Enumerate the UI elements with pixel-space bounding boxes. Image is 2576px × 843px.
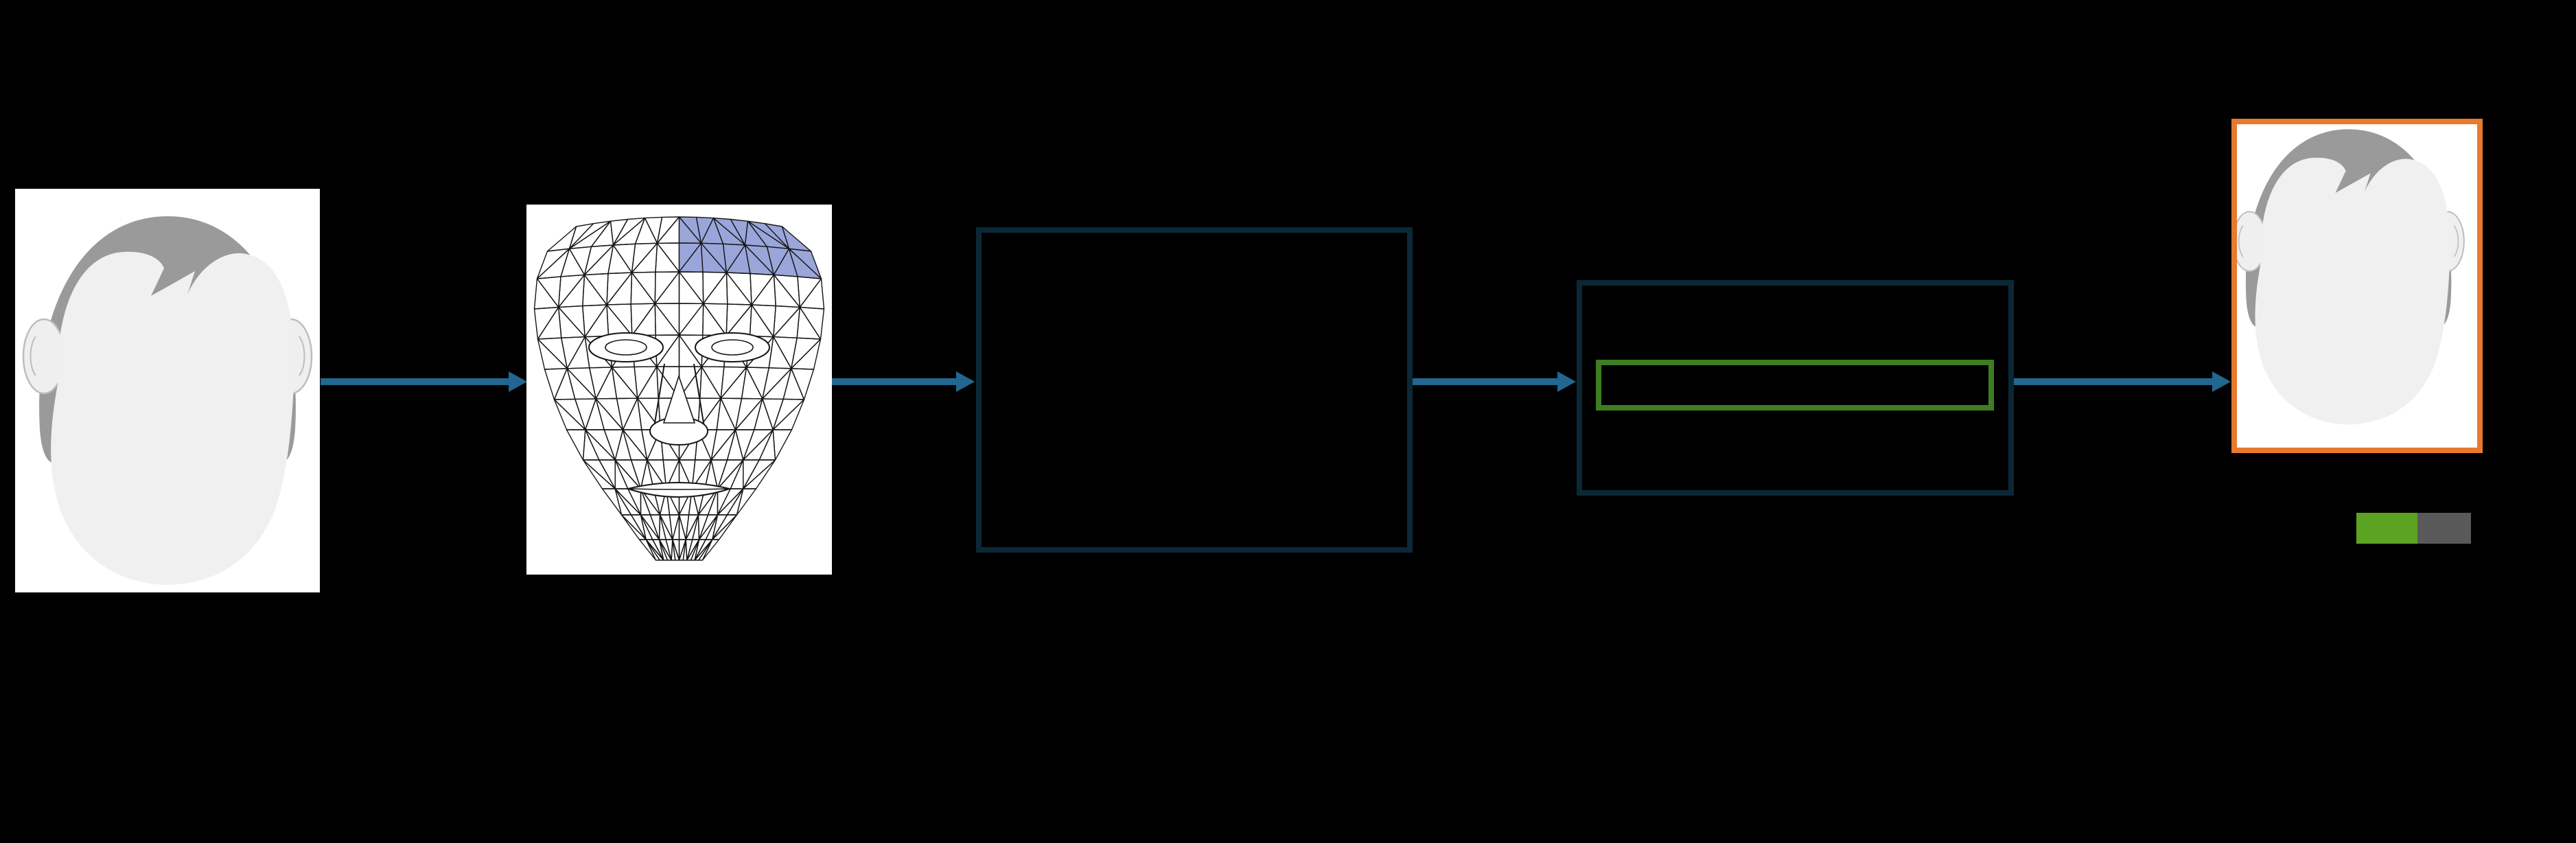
blank-face-illustration [2237,124,2477,448]
flow-arrow-3 [1413,371,1576,392]
blank-face-illustration [15,189,320,592]
arrowhead-right-icon [956,371,975,392]
arrow-shaft [321,378,511,385]
legend-gray-swatch [2417,513,2471,544]
legend-green-swatch [2356,513,2417,544]
processing-box-1 [976,227,1413,553]
legend [2356,513,2471,544]
face-mesh-image [526,205,832,575]
flow-arrow-4 [2014,371,2231,392]
arrow-shaft [832,378,958,385]
arrowhead-right-icon [1557,371,1576,392]
arrowhead-right-icon [2212,371,2231,392]
input-face-image [15,189,320,592]
face-wireframe-mesh [526,205,832,575]
arrow-shaft [2014,378,2214,385]
flow-arrow-1 [321,371,527,392]
output-face-image [2231,119,2483,453]
arrow-shaft [1413,378,1559,385]
arrowhead-right-icon [509,371,527,392]
processing-box-2 [1577,280,2014,496]
flow-arrow-2 [832,371,975,392]
highlight-rect [1596,360,1994,411]
